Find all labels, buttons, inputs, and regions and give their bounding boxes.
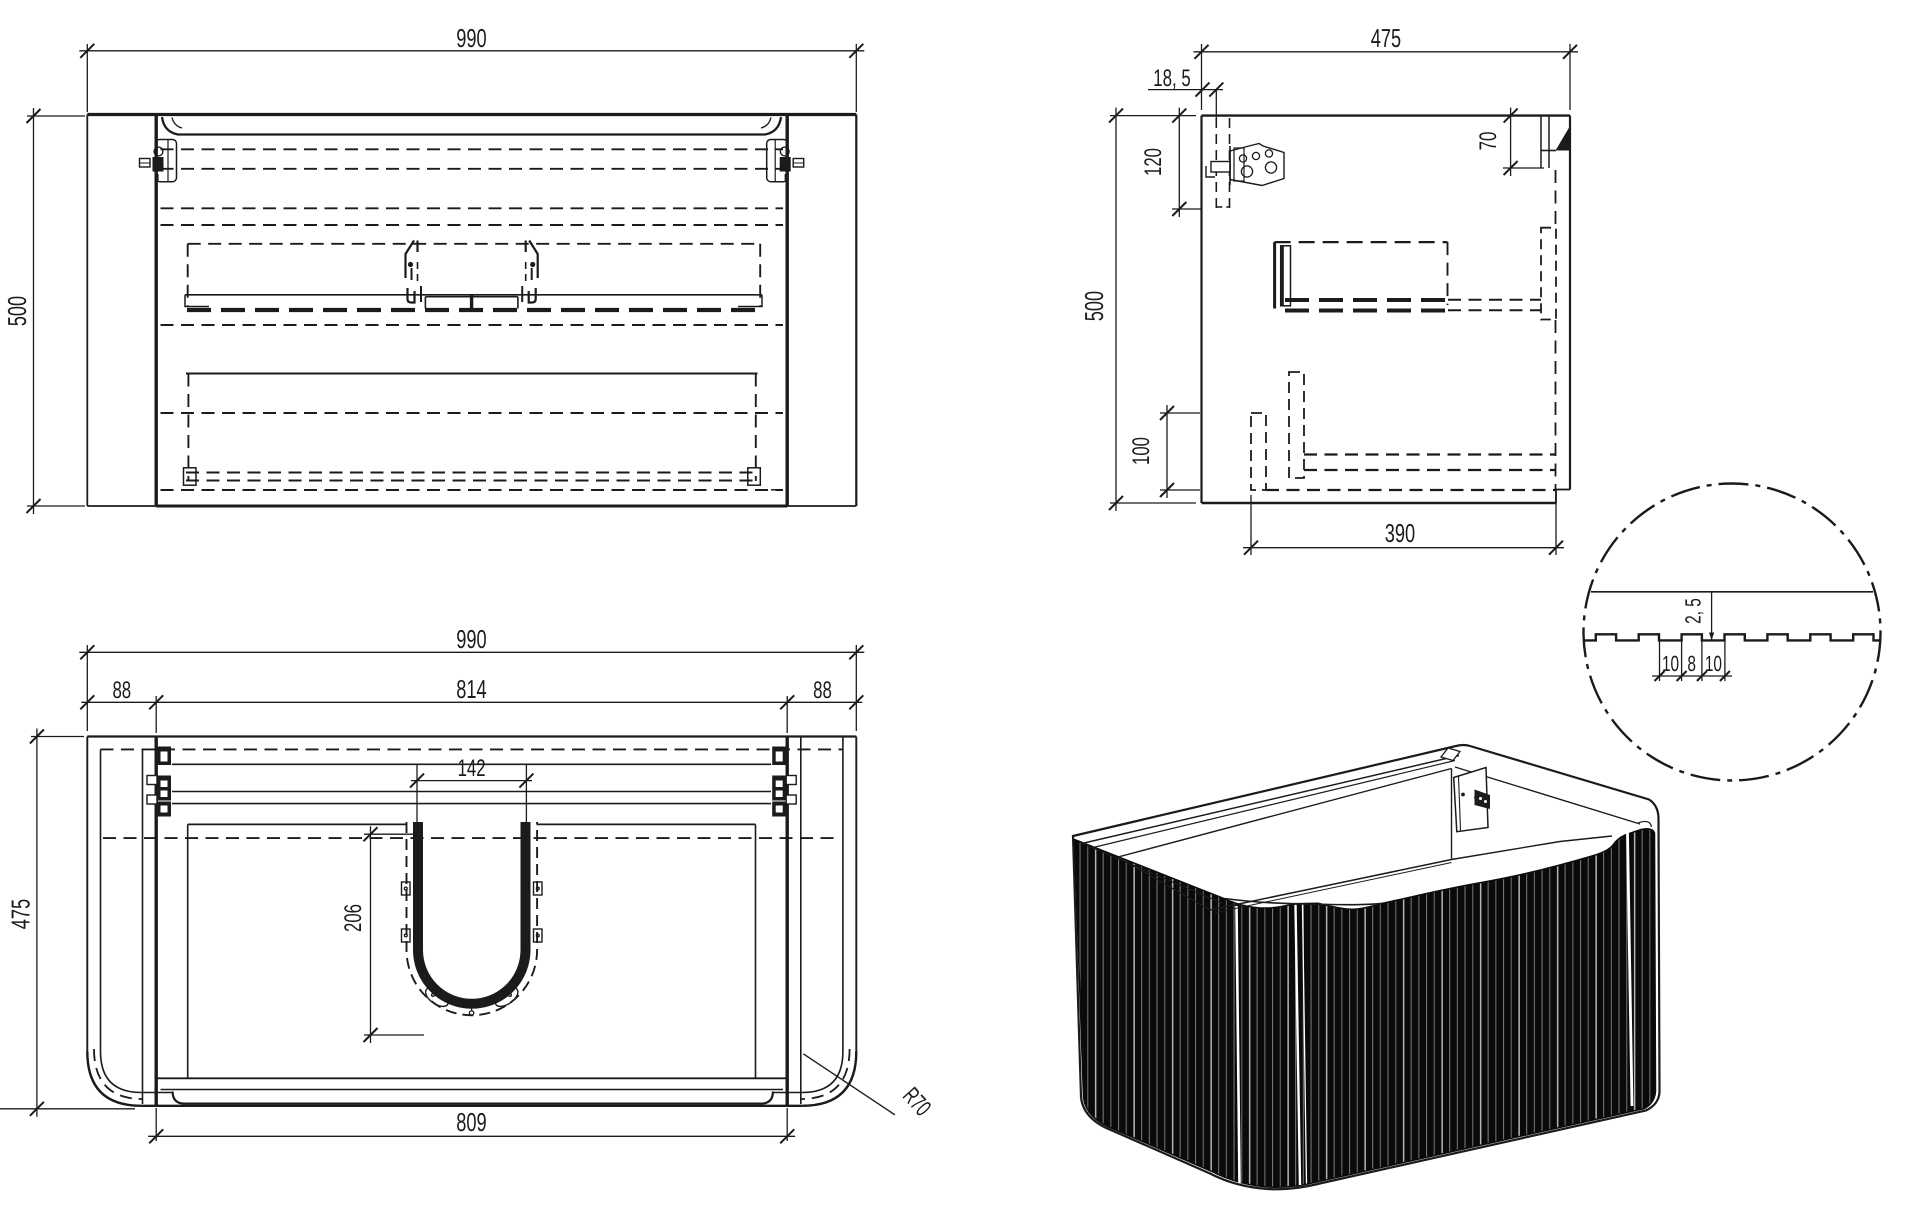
svg-text:142: 142 (458, 755, 486, 782)
svg-text:8: 8 (1687, 651, 1696, 676)
svg-text:10: 10 (1705, 651, 1722, 676)
svg-text:88: 88 (112, 677, 131, 704)
svg-text:10: 10 (1662, 651, 1679, 676)
svg-text:475: 475 (6, 899, 36, 929)
svg-text:88: 88 (813, 677, 832, 704)
svg-text:120: 120 (1140, 148, 1167, 176)
svg-text:500: 500 (1079, 291, 1109, 321)
svg-text:18, 5: 18, 5 (1153, 65, 1190, 92)
svg-text:500: 500 (2, 296, 32, 326)
svg-text:990: 990 (456, 624, 486, 654)
svg-text:390: 390 (1385, 518, 1415, 548)
svg-text:809: 809 (456, 1107, 486, 1137)
svg-text:475: 475 (1371, 23, 1401, 53)
svg-text:2, 5: 2, 5 (1681, 598, 1706, 624)
svg-text:814: 814 (456, 674, 486, 704)
svg-text:990: 990 (456, 23, 486, 53)
svg-text:100: 100 (1128, 437, 1155, 465)
svg-text:70: 70 (1475, 132, 1502, 151)
svg-text:206: 206 (340, 904, 367, 932)
